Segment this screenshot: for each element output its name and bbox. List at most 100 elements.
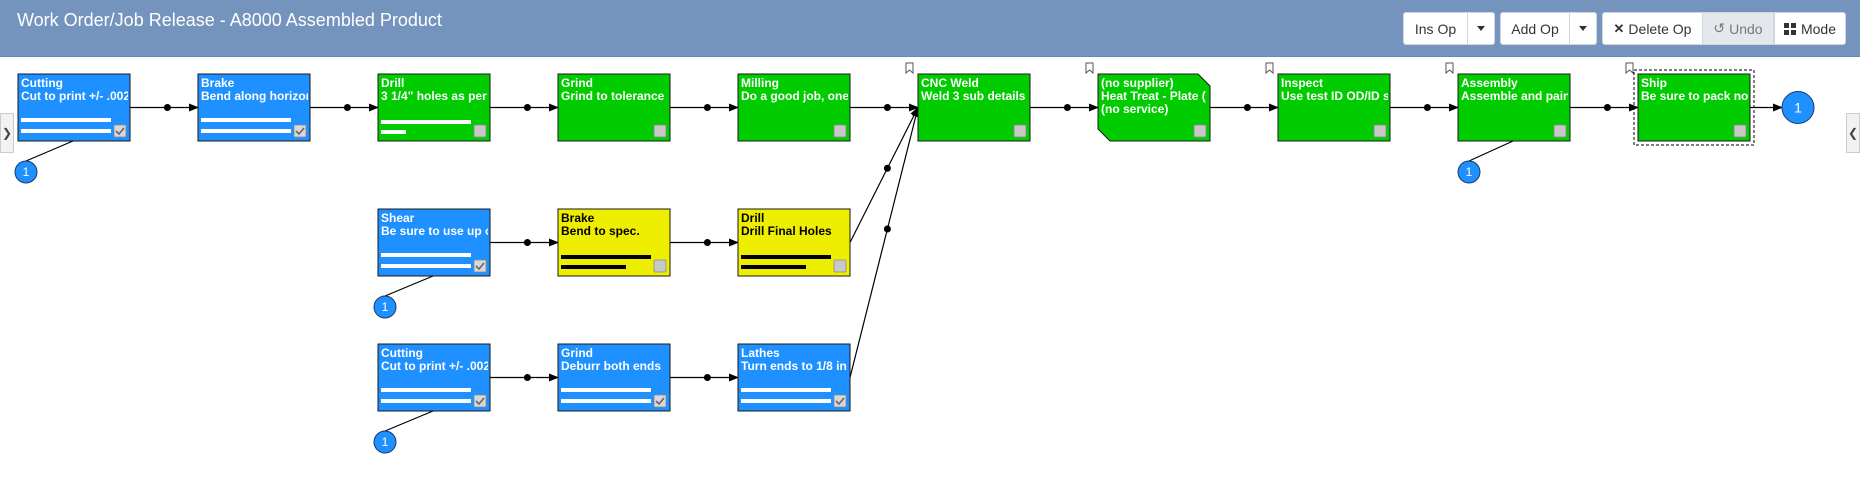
progress-bar [21,129,111,133]
complete-checkbox[interactable] [473,259,487,273]
operation-description: Do a good job, one [741,89,849,103]
flow-connector[interactable] [849,106,919,243]
complete-checkbox[interactable] [473,124,487,138]
connector-joint [703,104,711,111]
progress-bar [21,118,111,122]
progress-bar [561,388,651,392]
badge-count: 1 [1794,100,1802,116]
chevron-right-icon: ❯ [1,126,13,140]
operation-description: Deburr both ends [561,359,661,373]
operation-description: Heat Treat - Plate ( [1101,89,1206,103]
material-link [1468,140,1514,162]
progress-bar [381,130,406,134]
end-badge[interactable]: 1 [1781,91,1815,124]
operation-description: Be sure to use up o [381,224,492,238]
bookmark-icon[interactable] [1085,62,1094,75]
progress-bar [381,388,471,392]
operation-box [737,73,851,142]
progress-bar [561,399,651,403]
checkmark-icon [115,127,125,136]
material-badge[interactable]: 1 [373,430,397,454]
close-icon: ✕ [1613,20,1625,36]
mode-button[interactable]: Mode [1774,12,1846,45]
page-header: Work Order/Job Release - A8000 Assembled… [0,0,1860,57]
badge-circle [373,430,397,454]
operation-name: Brake [201,76,235,90]
operation-name: Cutting [381,346,423,360]
flow-connector[interactable] [849,106,920,378]
operation-description: 3 1/4" holes as per [381,89,487,103]
complete-checkbox[interactable] [1373,124,1387,138]
operation-name: Grind [561,346,593,360]
material-link [384,410,434,432]
bookmark-icon[interactable] [905,62,914,75]
add-op-label: Add Op [1511,20,1559,37]
complete-checkbox[interactable] [653,394,667,408]
complete-checkbox[interactable] [833,259,847,273]
progress-bar [561,265,626,269]
complete-checkbox[interactable] [113,124,127,138]
operation-description: Cut to print +/- .002 [381,359,490,373]
badge-count: 1 [382,300,389,314]
connector-joint [1063,104,1071,111]
left-panel-toggle[interactable]: ❯ [0,113,14,153]
complete-checkbox[interactable] [653,124,667,138]
operation-node[interactable]: (no supplier)Heat Treat - Plate ((no ser… [1097,73,1211,142]
operation-description: Bend along horizon [201,89,313,103]
undo-button[interactable]: ↺ Undo [1703,12,1774,45]
operation-box [1097,73,1211,142]
complete-checkbox[interactable] [833,124,847,138]
bookmark-icon[interactable] [1445,62,1454,75]
complete-checkbox[interactable] [1553,124,1567,138]
operation-description: Grind to tolerance [561,89,665,103]
chevron-down-icon [1579,26,1587,31]
badge-count: 1 [23,165,30,179]
operation-name: Milling [741,76,779,90]
operation-description: Use test ID OD/ID s [1281,89,1390,103]
add-op-dropdown-button[interactable] [1570,12,1597,45]
material-badge[interactable]: 1 [14,160,38,184]
ins-op-dropdown-button[interactable] [1468,12,1495,45]
undo-icon: ↺ [1713,20,1726,36]
material-link [384,275,434,297]
complete-checkbox[interactable] [1733,124,1747,138]
progress-bar [381,120,471,124]
material-badge[interactable]: 1 [1457,160,1481,184]
material-badge[interactable]: 1 [373,295,397,319]
progress-bar [381,399,471,403]
bookmark-icon[interactable] [1625,62,1634,75]
complete-checkbox[interactable] [1013,124,1027,138]
progress-bar [741,265,806,269]
delete-op-button[interactable]: ✕ Delete Op [1602,12,1703,45]
complete-checkbox[interactable] [293,124,307,138]
operation-description: Turn ends to 1/8 in [741,359,847,373]
complete-checkbox[interactable] [653,259,667,273]
connector-joint [1603,104,1611,111]
complete-checkbox[interactable] [473,394,487,408]
bookmark-icon[interactable] [1265,62,1274,75]
operation-name: Cutting [21,76,63,90]
badge-count: 1 [1466,165,1473,179]
checkmark-icon [475,397,485,406]
progress-bar [741,388,831,392]
add-op-button[interactable]: Add Op [1500,12,1570,45]
complete-checkbox[interactable] [1193,124,1207,138]
complete-checkbox[interactable] [833,394,847,408]
ins-op-button[interactable]: Ins Op [1403,12,1468,45]
